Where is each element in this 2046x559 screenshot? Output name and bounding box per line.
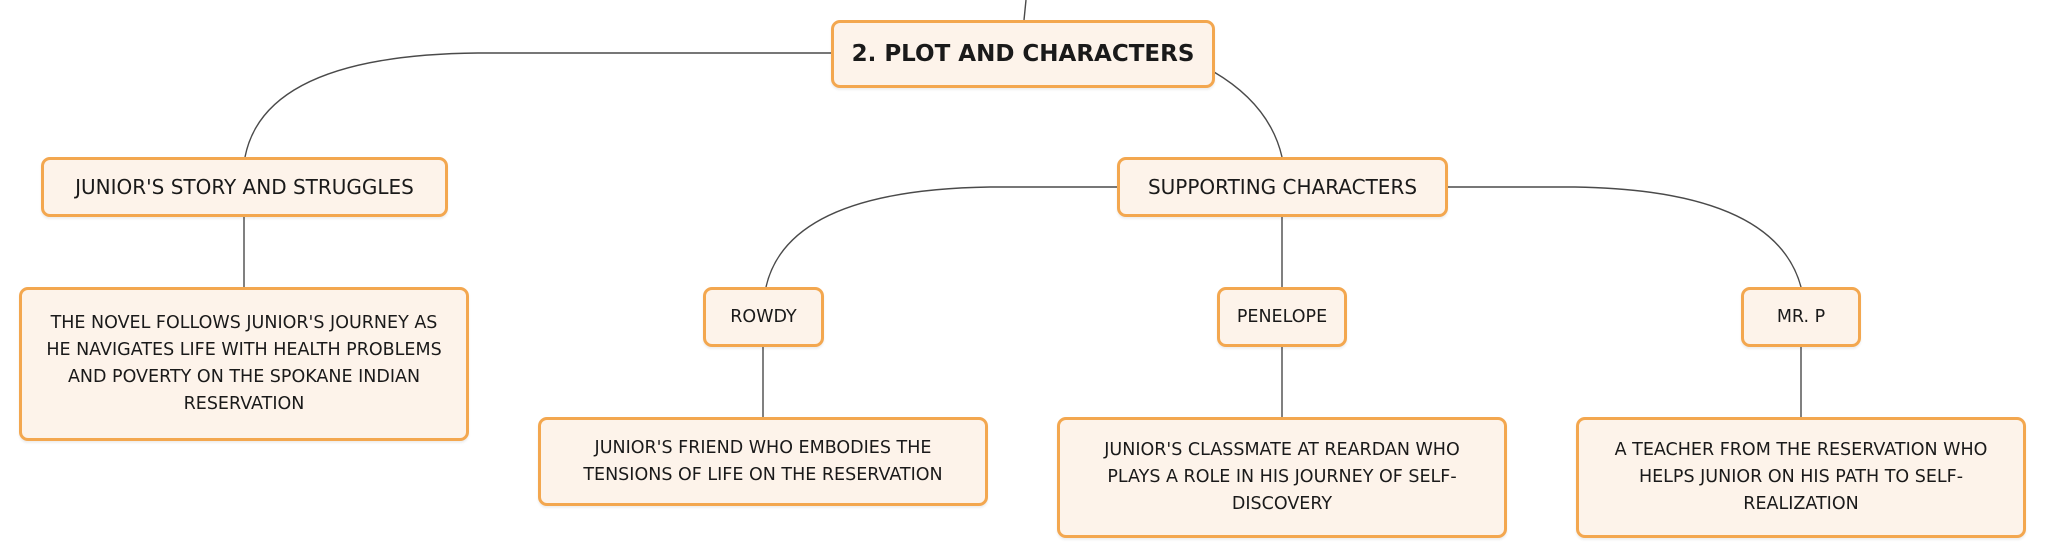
character-name-rowdy: ROWDY — [730, 306, 797, 327]
root-topic-node[interactable]: 2. PLOT AND CHARACTERS — [831, 20, 1215, 88]
connector-root-to-supporting — [1213, 71, 1283, 158]
description-text-mr-p: A TEACHER FROM THE RESERVATION WHO HELPS… — [1614, 440, 1988, 514]
topic-label-supporting-characters: SUPPORTING CHARACTERS — [1147, 174, 1418, 199]
character-node-mr-p[interactable]: MR. P — [1741, 287, 1861, 347]
connector-supporting-to-rowdy — [765, 186, 1117, 288]
detail-text-junior-story: THE NOVEL FOLLOWS JUNIOR'S JOURNEY AS HE… — [46, 313, 442, 414]
connector-supporting-to-mrp — [1448, 186, 1802, 288]
topic-node-supporting-characters[interactable]: SUPPORTING CHARACTERS — [1117, 157, 1448, 217]
connector-parent-to-root — [1023, 0, 1027, 21]
detail-node-junior-story[interactable]: THE NOVEL FOLLOWS JUNIOR'S JOURNEY AS HE… — [19, 287, 469, 441]
description-text-rowdy: JUNIOR'S FRIEND WHO EMBODIES THE TENSION… — [583, 437, 943, 485]
character-name-penelope: PENELOPE — [1236, 306, 1328, 327]
character-node-rowdy[interactable]: ROWDY — [703, 287, 824, 347]
connector-root-to-junior-story — [244, 52, 831, 158]
description-node-penelope[interactable]: JUNIOR'S CLASSMATE AT REARDAN WHO PLAYS … — [1057, 417, 1507, 538]
description-node-rowdy[interactable]: JUNIOR'S FRIEND WHO EMBODIES THE TENSION… — [538, 417, 988, 506]
root-topic-label: 2. PLOT AND CHARACTERS — [851, 40, 1195, 67]
description-text-penelope: JUNIOR'S CLASSMATE AT REARDAN WHO PLAYS … — [1104, 440, 1460, 514]
topic-node-junior-story[interactable]: JUNIOR'S STORY AND STRUGGLES — [41, 157, 448, 217]
description-node-mr-p[interactable]: A TEACHER FROM THE RESERVATION WHO HELPS… — [1576, 417, 2026, 538]
character-name-mr-p: MR. P — [1776, 306, 1826, 327]
topic-label-junior-story: JUNIOR'S STORY AND STRUGGLES — [75, 174, 414, 199]
character-node-penelope[interactable]: PENELOPE — [1217, 287, 1347, 347]
